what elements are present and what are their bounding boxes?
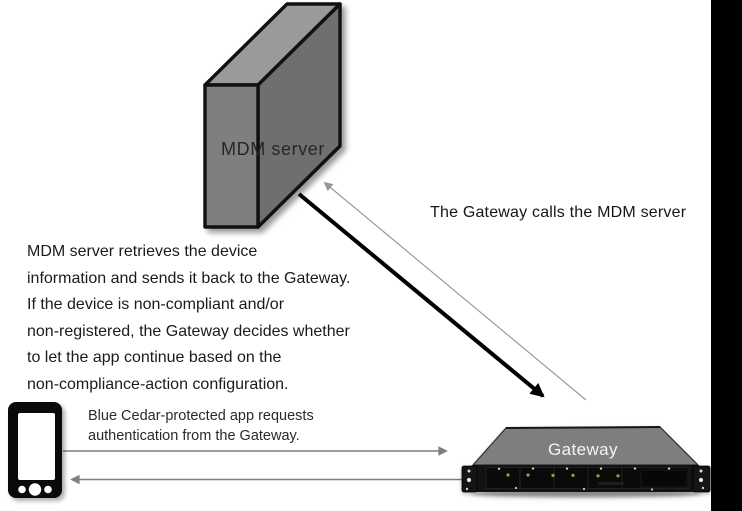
- annotation-gateway-calls-mdm: The Gateway calls the MDM server: [430, 204, 687, 221]
- mdm-server-box-icon: [203, 2, 342, 229]
- arrow-gateway-to-mdm: [323, 181, 587, 401]
- rack-drive-bays: [485, 467, 690, 491]
- rack-right-ear: [692, 465, 711, 493]
- smartphone-icon: [8, 402, 62, 498]
- arrow-mdm-to-gateway: [297, 192, 545, 398]
- right-edge-black-panel: [711, 0, 742, 511]
- mdm-server-label: MDM server: [221, 139, 325, 159]
- gateway-label: Gateway: [548, 440, 618, 459]
- annotation-app-request: Blue Cedar-protected app requests authen…: [88, 408, 314, 444]
- rack-left-ear: [461, 465, 478, 493]
- rack-led-lights: [506, 473, 620, 478]
- smartphone-buttons: [18, 483, 52, 496]
- annotation-mdm-response: MDM server retrieves the device informat…: [27, 243, 351, 393]
- smartphone-screen: [18, 413, 55, 480]
- mdm-box-left-face: [203, 83, 260, 229]
- gateway-appliance-icon: [461, 426, 711, 498]
